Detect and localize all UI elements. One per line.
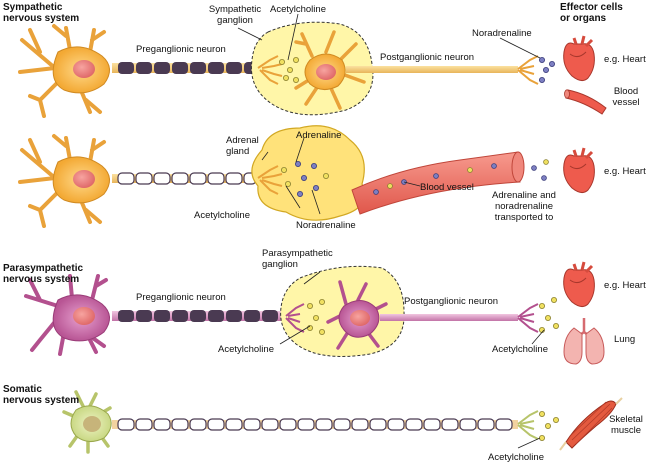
blood-vessel-icon	[351, 151, 521, 215]
row3-preganglionic-label: Preganglionic neuron	[136, 292, 226, 303]
row2-adrenaline-label: Adrenaline	[296, 130, 342, 141]
row1-heart-label: e.g. Heart	[604, 54, 646, 65]
row1-vessel-label-line2: vessel	[612, 97, 640, 108]
row1-synapse-terminals	[257, 55, 283, 85]
row3-lung-label: Lung	[614, 334, 636, 345]
row3-ganglion-label-line2: ganglion	[262, 259, 298, 270]
row2-transport-label-line3: transported to	[494, 212, 554, 223]
sympathetic-heading-line1: Sympathetic	[3, 2, 63, 13]
row1-ganglion-label-line2: ganglion	[217, 15, 253, 26]
row1-ganglion-label: Sympathetic ganglion	[198, 4, 272, 26]
parasympathetic-heading-line2: nervous system	[3, 274, 80, 285]
somatic-heading-line1: Somatic	[3, 384, 42, 395]
effector-heading: Effector cells or organs	[560, 2, 623, 24]
sympathetic-heading-line2: nervous system	[3, 13, 80, 24]
row1-acetylcholine-label: Acetylcholine	[270, 4, 326, 15]
row2-acetylcholine-label: Acetylcholine	[194, 210, 250, 221]
blood-vessel-organ-icon	[564, 89, 607, 115]
row4-acetylcholine-vesicles	[539, 410, 560, 441]
row4-muscle-label-line1: Skeletal	[609, 414, 643, 425]
row1-vessel-label: Blood vessel	[606, 86, 646, 108]
row1-vessel-label-line1: Blood	[613, 86, 639, 97]
row3-acetylcholine-vesicles-right	[539, 296, 560, 333]
row3-postganglionic-label: Postganglionic neuron	[404, 296, 499, 307]
row4-muscle-label: Skeletal muscle	[604, 414, 648, 436]
row3-ganglion-label: Parasympathetic ganglion	[262, 248, 333, 270]
row1-noradrenaline-vesicles	[539, 57, 556, 84]
row2-hormone-vesicles	[280, 159, 549, 197]
row2-transport-label: Adrenaline and noradrenaline transported…	[486, 190, 562, 223]
row2-gland-label-line2: gland	[226, 146, 250, 157]
row2-gland-label-line1: Adrenal	[226, 135, 259, 146]
row1-postganglionic-neuron	[294, 30, 539, 110]
effector-heading-line2: or organs	[560, 13, 607, 24]
heart-icon	[563, 147, 595, 194]
row3-acetylcholine-left-label: Acetylcholine	[218, 344, 274, 355]
skeletal-muscle-icon	[559, 397, 623, 451]
somatic-heading: Somatic nervous system	[3, 384, 79, 406]
row2-blood-vessel-label: Blood vessel	[420, 182, 474, 193]
row2-transport-label-line2: noradrenaline	[494, 201, 554, 212]
lung-icon	[563, 318, 605, 365]
row3-postganglionic-neuron	[326, 280, 539, 350]
row4-muscle-label-line2: muscle	[610, 425, 642, 436]
row3-acetylcholine-vesicles-left	[306, 298, 325, 335]
row1-postganglionic-label: Postganglionic neuron	[380, 52, 475, 63]
row2-heart-label: e.g. Heart	[604, 166, 646, 177]
heart-icon	[563, 261, 595, 308]
parasympathetic-heading: Parasympathetic nervous system	[3, 263, 83, 285]
row1-preganglionic-neuron	[18, 24, 262, 118]
row2-transport-label-line1: Adrenaline and	[492, 190, 556, 201]
effector-heading-line1: Effector cells	[560, 2, 623, 13]
row2-synapse-terminals	[257, 165, 283, 195]
row1-noradrenaline-label: Noradrenaline	[472, 28, 532, 39]
row4-acetylcholine-label: Acetylcholine	[488, 452, 544, 463]
row2-preganglionic-neuron	[18, 134, 262, 228]
row2-noradrenaline-label: Noradrenaline	[296, 220, 356, 231]
parasympathetic-heading-line1: Parasympathetic	[3, 263, 84, 274]
row3-synapse-terminals	[285, 303, 305, 333]
row2-gland-label: Adrenal gland	[226, 135, 259, 157]
sympathetic-heading: Sympathetic nervous system	[3, 2, 79, 24]
row3-acetylcholine-right-label: Acetylcholine	[492, 344, 548, 355]
somatic-heading-line2: nervous system	[3, 395, 80, 406]
row1-ganglion-label-line1: Sympathetic	[208, 4, 262, 15]
row3-preganglionic-neuron	[24, 274, 288, 356]
row3-ganglion-label-line1: Parasympathetic	[262, 248, 333, 259]
row1-preganglionic-label: Preganglionic neuron	[136, 44, 226, 55]
heart-icon	[563, 35, 595, 82]
row1-acetylcholine-vesicles	[278, 57, 299, 84]
row3-heart-label: e.g. Heart	[604, 280, 646, 291]
row4-somatic-neuron	[62, 390, 539, 454]
